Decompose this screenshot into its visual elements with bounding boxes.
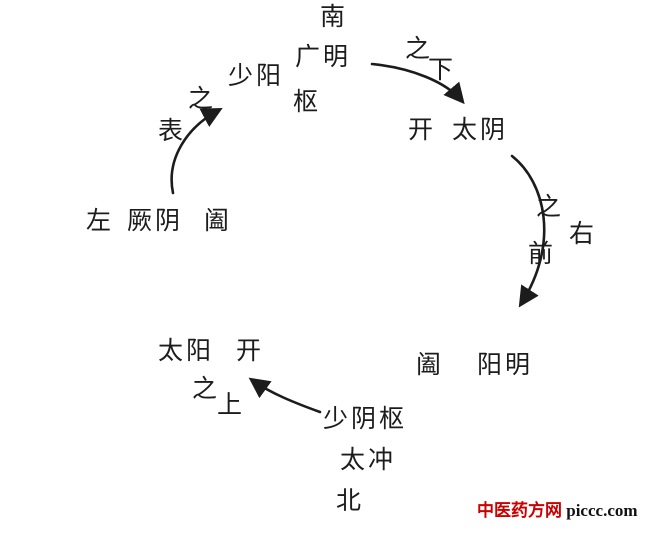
label-front-zhi: 之 xyxy=(536,194,565,221)
label-yangming-close: 阖 xyxy=(416,352,445,379)
label-yangming: 阳明 xyxy=(477,352,534,379)
label-below-xia: 下 xyxy=(428,57,457,84)
label-shaoyang: 少阳 xyxy=(228,63,285,90)
label-above-shang: 上 xyxy=(217,392,246,419)
label-shaoyang-pivot: 枢 xyxy=(293,89,322,116)
label-taiyang-open: 开 xyxy=(236,338,265,365)
label-guangming: 广明 xyxy=(295,44,352,71)
watermark-site-name: 中医药方网 xyxy=(477,501,562,520)
label-taiyin-open: 开 xyxy=(408,117,437,144)
arrow-taiyin-to-yangming xyxy=(510,154,546,308)
label-front-right: 右 xyxy=(569,221,598,248)
label-taiyang: 太阳 xyxy=(158,338,215,365)
label-jueyin-close: 阖 xyxy=(204,208,233,235)
label-shaoyin-pivot: 少阴枢 xyxy=(323,406,408,433)
label-below-zhi: 之 xyxy=(405,36,434,63)
label-taiyin: 太阴 xyxy=(452,117,509,144)
watermark-domain: piccc.com xyxy=(562,501,638,520)
label-front-qian: 前 xyxy=(528,241,557,268)
label-taichong: 太冲 xyxy=(340,447,397,474)
arrow-jueyin-to-shaoyang xyxy=(170,108,223,195)
label-above-zhi: 之 xyxy=(192,376,221,403)
label-south: 南 xyxy=(320,4,349,31)
arrow-guangming-to-taiyin xyxy=(370,62,465,105)
label-jueyin-left: 左 xyxy=(86,208,115,235)
label-exterior-biao: 表 xyxy=(158,118,187,145)
arrow-shaoyin-to-taiyang xyxy=(248,377,322,414)
label-north: 北 xyxy=(336,488,365,515)
watermark: 中医药方网 piccc.com xyxy=(477,496,638,521)
label-jueyin: 厥阴 xyxy=(127,208,184,235)
label-exterior-zhi: 之 xyxy=(188,86,217,113)
